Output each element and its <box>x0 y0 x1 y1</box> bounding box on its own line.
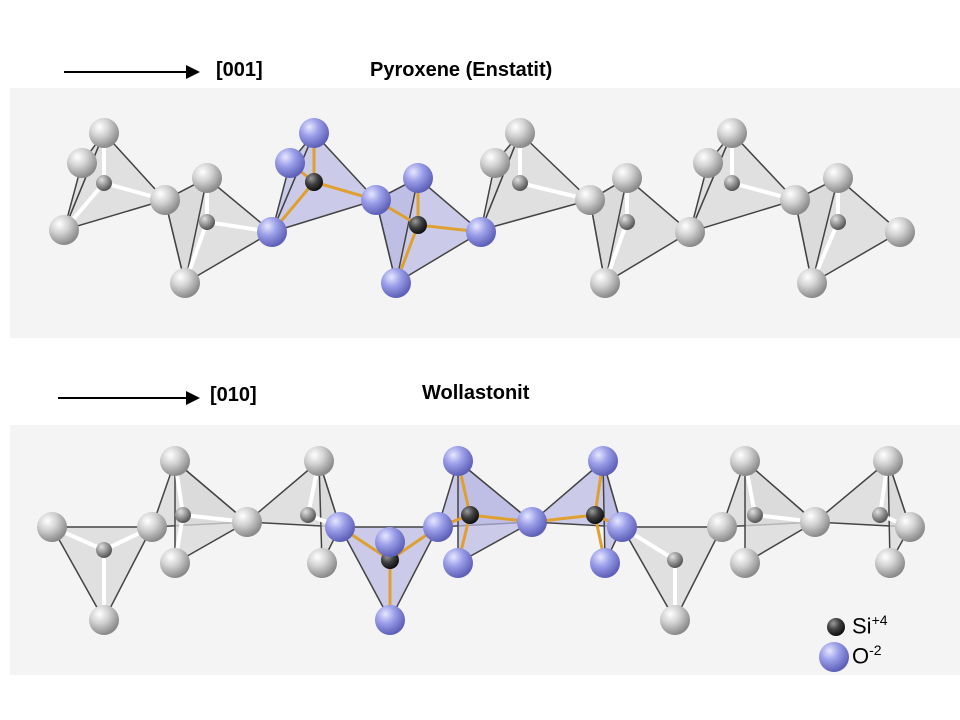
oxygen-atom-highlighted <box>607 512 637 542</box>
oxygen-atom-highlighted <box>257 217 287 247</box>
bottom-direction-arrow <box>58 391 200 405</box>
oxygen-atom <box>89 605 119 635</box>
oxygen-atom-highlighted <box>466 217 496 247</box>
oxygen-atom-highlighted <box>375 605 405 635</box>
oxygen-atom <box>730 446 760 476</box>
oxygen-atom <box>49 215 79 245</box>
silicon-atom <box>409 216 427 234</box>
tetrahedron <box>620 526 724 622</box>
top-direction-label: [001] <box>216 59 263 81</box>
oxygen-atom <box>717 118 747 148</box>
silicon-atom <box>175 507 191 523</box>
silicon-atom <box>747 507 763 523</box>
oxygen-atom <box>780 185 810 215</box>
oxygen-atom <box>707 512 737 542</box>
oxygen-atom <box>160 446 190 476</box>
silicon-atom <box>586 506 604 524</box>
oxygen-atom <box>505 118 535 148</box>
tetrahedron <box>744 459 817 565</box>
oxygen-atom <box>137 512 167 542</box>
legend <box>819 618 849 672</box>
oxygen-atom-highlighted <box>403 163 433 193</box>
oxygen-atom-highlighted <box>443 446 473 476</box>
top-panel-title: Pyroxene (Enstatit) <box>370 59 553 81</box>
silicon-atom <box>512 175 528 191</box>
oxygen-atom-highlighted <box>517 507 547 537</box>
tetrahedron-highlighted <box>602 460 623 564</box>
oxygen-atom-highlighted <box>443 548 473 578</box>
silicon-atom <box>96 542 112 558</box>
legend-silicon-label: Si+4 <box>852 612 888 639</box>
oxygen-atom <box>307 548 337 578</box>
legend-oxygen-label: O-2 <box>852 642 882 669</box>
oxygen-atom <box>480 148 510 178</box>
oxygen-atom-highlighted <box>588 446 618 476</box>
tetrahedron <box>318 460 341 564</box>
tetrahedron <box>480 132 521 231</box>
oxygen-atom-highlighted <box>375 527 405 557</box>
oxygen-atom-highlighted <box>299 118 329 148</box>
silicon-atom <box>724 175 740 191</box>
tetrahedron <box>174 459 249 565</box>
oxygen-atom <box>160 548 190 578</box>
oxygen-atom <box>875 548 905 578</box>
oxygen-atom <box>575 185 605 215</box>
oxygen-atom <box>675 217 705 247</box>
tetrahedron-highlighted <box>457 459 534 565</box>
tetrahedron <box>887 460 911 566</box>
silicon-atom <box>619 214 635 230</box>
oxygen-atom <box>232 507 262 537</box>
oxygen-atom-highlighted <box>325 512 355 542</box>
silicon-atom <box>300 507 316 523</box>
oxygen-atom <box>895 512 925 542</box>
oxygen-atom-highlighted <box>275 148 305 178</box>
top-direction-arrow <box>64 65 200 79</box>
oxygen-atom <box>192 163 222 193</box>
wollastonite-chain <box>37 446 925 635</box>
oxygen-atom-highlighted <box>423 512 453 542</box>
oxygen-atom <box>612 163 642 193</box>
oxygen-atom <box>730 548 760 578</box>
legend-oxygen-marker <box>819 642 849 672</box>
silicon-atom <box>872 507 888 523</box>
oxygen-atom <box>304 446 334 476</box>
oxygen-atom-highlighted <box>361 185 391 215</box>
silicon-atom <box>96 175 112 191</box>
silicon-atom <box>305 173 323 191</box>
oxygen-atom <box>150 185 180 215</box>
oxygen-atom <box>89 118 119 148</box>
bottom-panel-title: Wollastonit <box>422 382 530 404</box>
silicon-atom <box>461 506 479 524</box>
oxygen-atom <box>823 163 853 193</box>
bottom-direction-label: [010] <box>210 384 257 406</box>
oxygen-atom <box>67 148 97 178</box>
oxygen-atom <box>660 605 690 635</box>
oxygen-atom <box>693 148 723 178</box>
silicon-atom <box>667 552 683 568</box>
oxygen-atom-highlighted <box>381 268 411 298</box>
oxygen-atom <box>590 268 620 298</box>
oxygen-atom <box>797 268 827 298</box>
legend-silicon-marker <box>827 618 845 636</box>
silicon-atom <box>199 214 215 230</box>
oxygen-atom-highlighted <box>590 548 620 578</box>
oxygen-atom <box>37 512 67 542</box>
oxygen-atom <box>885 217 915 247</box>
silicon-atom <box>830 214 846 230</box>
oxygen-atom <box>800 507 830 537</box>
oxygen-atom <box>873 446 903 476</box>
oxygen-atom <box>170 268 200 298</box>
pyroxene-chain <box>49 118 915 298</box>
